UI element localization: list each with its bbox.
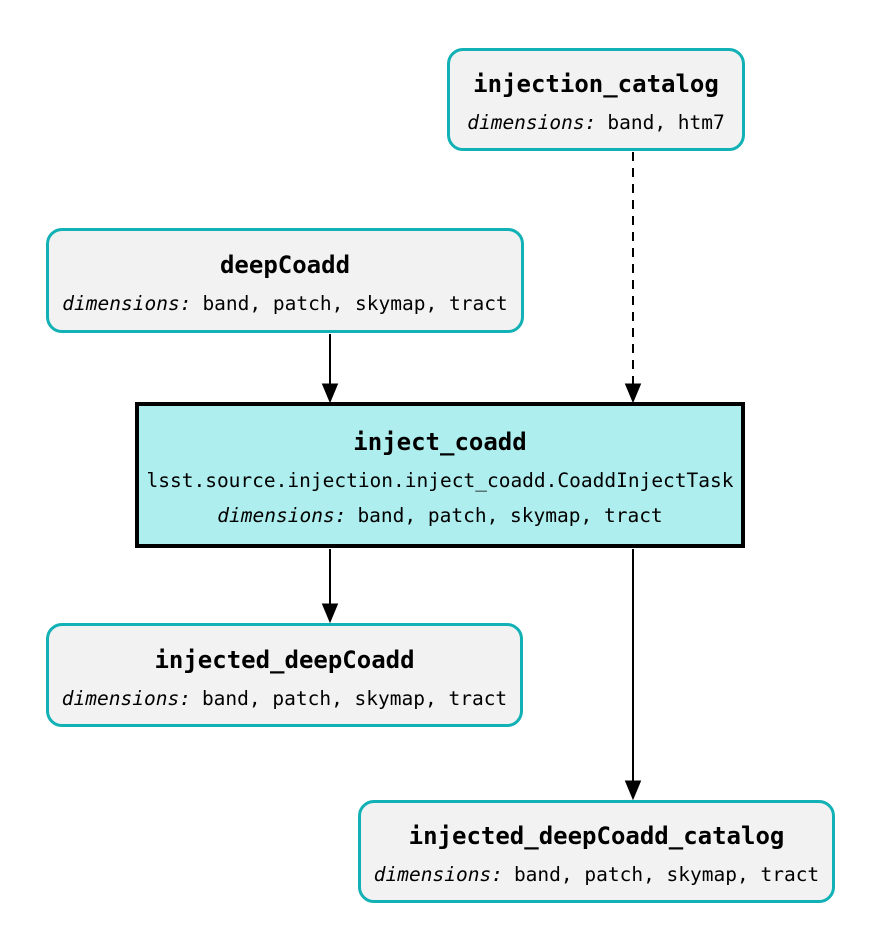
dimensions-label: dimensions: xyxy=(62,292,192,316)
dimensions-value: band, patch, skymap, tract xyxy=(357,504,663,528)
node-dimensions: dimensions: band, patch, skymap, tract xyxy=(374,863,819,886)
edge-inject-coadd-to-injected-deepcoadd xyxy=(321,549,339,624)
arrowhead-icon xyxy=(321,603,339,624)
dimensions-label: dimensions: xyxy=(467,111,597,135)
edge-inject-coadd-to-injected-deepcoadd-catalog xyxy=(624,549,642,801)
node-title: injection_catalog xyxy=(473,70,719,99)
node-dimensions: dimensions: band, patch, skymap, tract xyxy=(62,687,507,710)
node-title: inject_coadd xyxy=(353,428,527,457)
node-title: injected_deepCoadd xyxy=(154,645,415,674)
node-dimensions: dimensions: band, patch, skymap, tract xyxy=(217,504,662,527)
arrowhead-icon xyxy=(624,383,642,404)
arrowhead-icon xyxy=(321,383,339,404)
arrowhead-icon xyxy=(624,780,642,801)
dimensions-value: band, htm7 xyxy=(607,111,725,135)
node-dimensions: dimensions: band, patch, skymap, tract xyxy=(62,292,507,315)
edge-deepcoadd-to-inject-coadd xyxy=(321,334,339,404)
edge-injection-catalog-to-inject-coadd xyxy=(624,152,642,404)
task-class-path: lsst.source.injection.inject_coadd.Coadd… xyxy=(146,469,734,492)
node-title: deepCoadd xyxy=(219,251,351,280)
dimensions-value: band, patch, skymap, tract xyxy=(513,863,820,887)
node-deepcoadd: deepCoadd dimensions: band, patch, skymap… xyxy=(46,228,524,333)
node-title: injected_deepCoadd_catalog xyxy=(408,822,785,851)
node-inject-coadd-task: inject_coadd lsst.source.injection.injec… xyxy=(135,402,745,548)
node-injection-catalog: injection_catalog dimensions: band, htm7 xyxy=(447,48,745,151)
dimensions-label: dimensions: xyxy=(217,504,347,528)
node-injected-deepcoadd-catalog: injected_deepCoadd_catalog dimensions: ba… xyxy=(358,800,835,903)
dimensions-value: band, patch, skymap, tract xyxy=(201,686,508,710)
dimensions-label: dimensions: xyxy=(373,863,503,887)
node-injected-deepcoadd: injected_deepCoadd dimensions: band, patc… xyxy=(46,623,523,727)
node-dimensions: dimensions: band, htm7 xyxy=(467,111,725,134)
dimensions-value: band, patch, skymap, tract xyxy=(202,292,508,316)
dimensions-label: dimensions: xyxy=(61,686,191,710)
